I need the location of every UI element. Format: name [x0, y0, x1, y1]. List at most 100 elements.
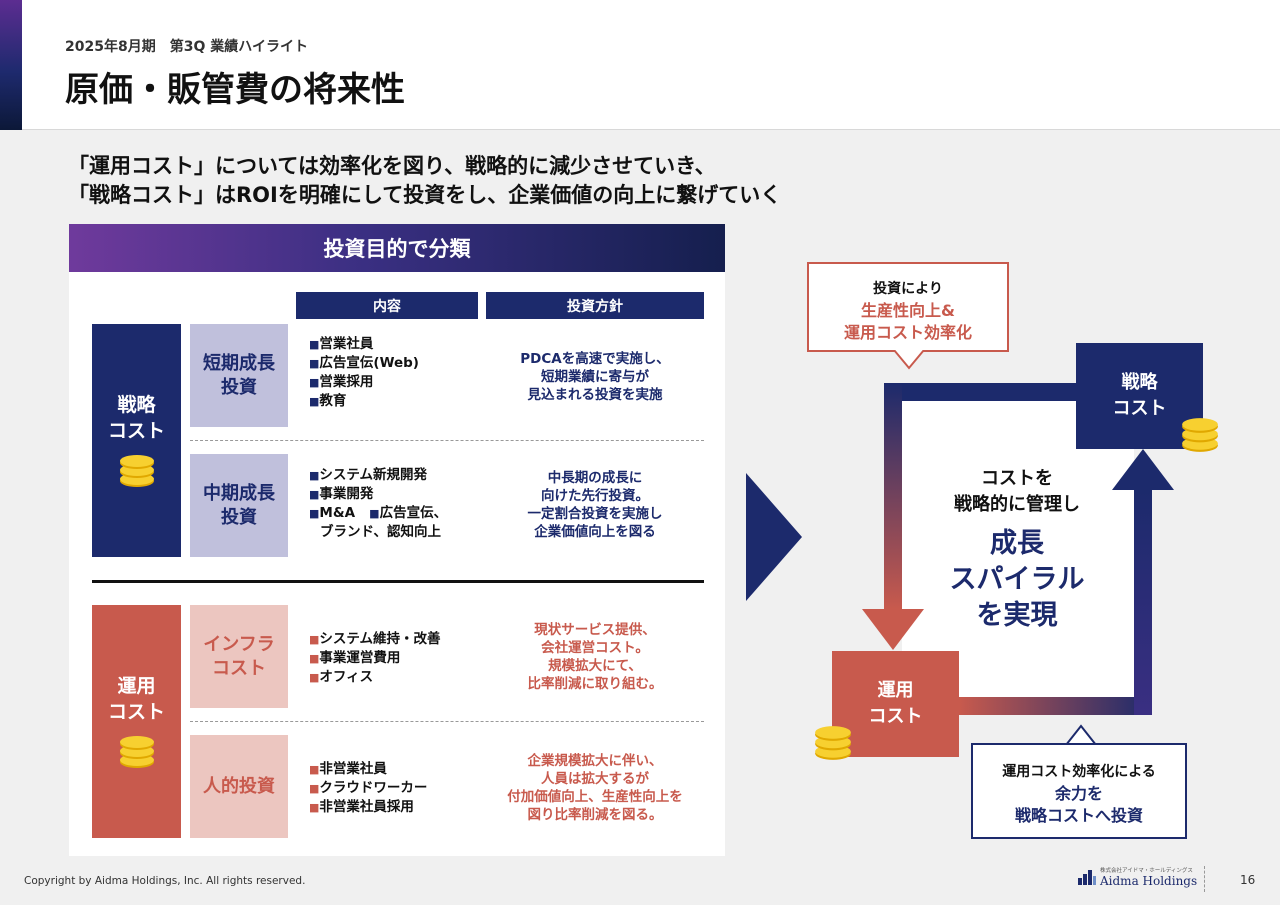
- coin-stack-icon: [815, 726, 851, 760]
- center-big-line: を実現: [976, 600, 1058, 631]
- item-text: 事業運営費用: [319, 650, 401, 666]
- center-small-line: コストを: [981, 468, 1053, 489]
- growth-spiral-diagram: [862, 383, 1174, 715]
- content-human-investment: ■非営業社員 ■クラウドワーカー ■非営業社員採用: [309, 760, 489, 817]
- policy-line: 企業価値向上を図る: [534, 524, 656, 540]
- center-big-line: スパイラル: [949, 564, 1085, 595]
- callout-bottom-line: 戦略コストへ投資: [1014, 806, 1143, 825]
- item-text: 非営業社員採用: [319, 799, 414, 815]
- list-item: ■営業採用: [309, 373, 489, 392]
- category-operational-label-1: 運用: [117, 674, 156, 697]
- bullet-square-icon: ■: [309, 395, 320, 408]
- bullet-square-icon: ■: [309, 671, 320, 684]
- copyright-text: Copyright by Aidma Holdings, Inc. All ri…: [24, 875, 306, 887]
- list-item: ■非営業社員採用: [309, 798, 489, 817]
- policy-human-investment: 企業規模拡大に伴い、 人員は拡大するが 付加価値向上、生産性向上を 図り比率削減…: [486, 752, 704, 824]
- box-operational-label: コスト: [868, 706, 923, 727]
- category-operational-label-2: コスト: [107, 700, 165, 723]
- bullet-square-icon: ■: [309, 338, 320, 351]
- sub-short-label-1: 短期成長: [203, 352, 275, 374]
- list-item: ■非営業社員: [309, 760, 489, 779]
- callout-bottom: 運用コスト効率化による 余力を 戦略コストへ投資: [971, 743, 1187, 839]
- policy-line: 会社運営コスト。: [541, 640, 649, 656]
- list-item: ■営業社員: [309, 335, 489, 354]
- lead-line-1: 「運用コスト」については効率化を図り、戦略的に減少させていき、: [68, 154, 716, 178]
- sub-infrastructure-cost: インフラコスト: [190, 605, 288, 708]
- item-text: 営業社員: [319, 336, 374, 352]
- policy-line: 付加価値向上、生産性向上を: [507, 789, 683, 805]
- bullet-square-icon: ■: [309, 488, 320, 501]
- list-item: ■M&A ■広告宣伝、: [309, 504, 489, 523]
- callout-top: 投資により 生産性向上& 運用コスト効率化: [807, 262, 1009, 352]
- box-strategic-label: コスト: [1112, 398, 1167, 419]
- column-header-content: 内容: [296, 292, 478, 319]
- item-text: 教育: [319, 393, 347, 409]
- list-item: ■広告宣伝(Web): [309, 354, 489, 373]
- bullet-square-icon: ■: [309, 652, 320, 665]
- spiral-center-text: コストを 戦略的に管理し 成長 スパイラル を実現: [910, 466, 1124, 634]
- classification-panel: 投資目的で分類 内容 投資方針 戦略 コスト 短期成長投資 ■営業社員 ■広告宣…: [69, 224, 725, 856]
- panel-title: 投資目的で分類: [69, 224, 725, 272]
- policy-line: 見込まれる投資を実施: [527, 387, 663, 403]
- sub-mid-label-1: 中期成長: [203, 482, 275, 504]
- box-strategic-label: 戦略: [1121, 372, 1158, 393]
- sub-infra-label-2: コスト: [212, 657, 266, 679]
- policy-line: PDCAを高速で実施し、: [520, 351, 670, 367]
- policy-line: 向けた先行投資。: [541, 488, 649, 504]
- policy-short-term: PDCAを高速で実施し、 短期業績に寄与が 見込まれる投資を実施: [486, 350, 704, 404]
- sub-short-term-growth: 短期成長投資: [190, 324, 288, 427]
- sub-mid-term-growth: 中期成長投資: [190, 454, 288, 557]
- policy-line: 人員は拡大するが: [541, 771, 649, 787]
- sub-mid-label-2: 投資: [221, 506, 257, 528]
- header-accent-bar: [0, 0, 22, 130]
- callout-top-line: 投資により: [873, 281, 943, 297]
- callout-top-line: 運用コスト効率化: [843, 323, 972, 342]
- policy-line: 現状サービス提供、: [534, 622, 656, 638]
- center-big-line: 成長: [990, 528, 1044, 559]
- slide-subtitle: 2025年8月期 第3Q 業績ハイライト: [65, 39, 308, 55]
- bullet-square-icon: ■: [309, 801, 320, 814]
- sub-human-label: 人的投資: [203, 775, 275, 797]
- item-text: システム新規開発: [319, 467, 428, 483]
- section-divider: [92, 580, 704, 583]
- slide-header: 2025年8月期 第3Q 業績ハイライト 原価・販管費の将来性: [0, 0, 1280, 130]
- callout-bottom-line: 運用コスト効率化による: [1002, 764, 1156, 780]
- box-operational-label: 運用: [877, 680, 914, 701]
- bullet-square-icon: ■: [309, 357, 320, 370]
- item-text: 広告宣伝、: [379, 505, 448, 521]
- policy-infrastructure: 現状サービス提供、 会社運営コスト。 規模拡大にて、 比率削減に取り組む。: [486, 621, 704, 693]
- list-item: ■システム維持・改善: [309, 630, 489, 649]
- policy-mid-term: 中長期の成長に 向けた先行投資。 一定割合投資を実施し 企業価値向上を図る: [486, 469, 704, 541]
- list-item: ■事業運営費用: [309, 649, 489, 668]
- item-text: 営業採用: [319, 374, 374, 390]
- content-mid-term: ■ システム新規開発 ■事業開発 ■M&A ■広告宣伝、 ブランド、認知向上: [309, 466, 489, 541]
- item-text: 非営業社員: [319, 761, 387, 777]
- box-strategic-cost: 戦略 コスト: [1076, 343, 1203, 449]
- category-operational-cost: 運用 コスト: [92, 605, 181, 838]
- item-text: ブランド、認知向上: [320, 524, 441, 540]
- item-text: クラウドワーカー: [319, 780, 428, 796]
- coin-stack-icon: [1182, 418, 1218, 452]
- item-text: 広告宣伝(Web): [319, 355, 419, 371]
- logo-name-text: Aidma Holdings: [1100, 874, 1198, 888]
- center-big-text: 成長 スパイラル を実現: [910, 526, 1124, 634]
- sub-short-label-2: 投資: [221, 376, 257, 398]
- policy-line: 一定割合投資を実施し: [527, 506, 663, 522]
- list-item: ■教育: [309, 392, 489, 411]
- category-strategic-label-2: コスト: [107, 419, 165, 442]
- chevron-right-icon: [746, 473, 802, 601]
- logo-small-text: 株式会社アイドマ・ホールディングス: [1100, 868, 1193, 874]
- bullet-square-icon: ■: [309, 782, 320, 795]
- list-item: ■事業開発: [309, 485, 489, 504]
- policy-line: 短期業績に寄与が: [541, 369, 649, 385]
- footer-divider: [1204, 866, 1205, 892]
- policy-line: 比率削減に取り組む。: [527, 676, 663, 692]
- item-text: オフィス: [319, 669, 374, 685]
- page-number: 16: [1240, 873, 1256, 887]
- sub-infra-label-1: インフラ: [203, 633, 275, 655]
- column-header-policy: 投資方針: [486, 292, 704, 319]
- bullet-square-icon: ■: [369, 507, 380, 520]
- coin-stack-icon: [119, 454, 154, 487]
- category-strategic-cost: 戦略 コスト: [92, 324, 181, 557]
- row-divider-dashed: [190, 440, 704, 441]
